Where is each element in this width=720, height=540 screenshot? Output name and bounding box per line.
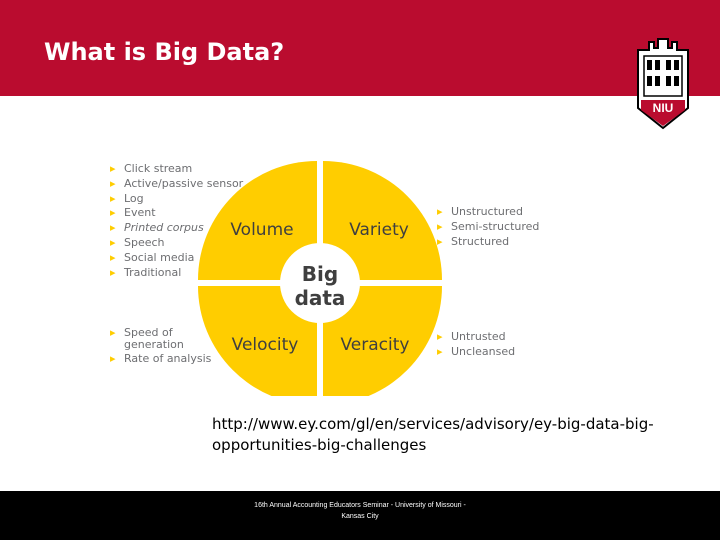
quadrant-velocity (198, 286, 317, 396)
list-item: Semi-structured (437, 220, 539, 235)
source-url[interactable]: http://www.ey.com/gl/en/services/advisor… (212, 415, 654, 454)
list-item: Social media (110, 251, 243, 266)
volume-list: Click stream Active/passive sensor Log E… (110, 162, 243, 280)
niu-logo: NIU (637, 38, 689, 130)
variety-list: Unstructured Semi-structured Structured (437, 205, 539, 249)
list-item: Click stream (110, 162, 243, 177)
title-bar: What is Big Data? (0, 0, 720, 96)
quadrant-label-veracity: Veracity (341, 335, 410, 355)
center-circle (280, 243, 360, 323)
quadrant-label-variety: Variety (349, 220, 409, 240)
footer-text: 16th Annual Accounting Educators Seminar… (254, 502, 466, 520)
list-item: Log (110, 192, 243, 207)
footer-bar: 16th Annual Accounting Educators Seminar… (0, 491, 720, 540)
big-data-diagram: Big data Volume Variety Velocity Veracit… (198, 161, 442, 396)
list-item-line: generation (124, 338, 184, 351)
quadrant-label-velocity: Velocity (232, 335, 299, 355)
list-item: Traditional (110, 266, 243, 281)
list-item: Printed corpus (110, 221, 243, 236)
list-item: Uncleansed (437, 345, 515, 360)
list-item: Structured (437, 235, 539, 250)
center-label-big: Big (302, 262, 338, 286)
logo-text: NIU (653, 101, 674, 115)
slide-title: What is Big Data? (44, 38, 285, 66)
list-item: Event (110, 206, 243, 221)
veracity-list: Untrusted Uncleansed (437, 330, 515, 360)
list-item: Rate of analysis (110, 353, 211, 366)
list-item-line: Speed of (124, 326, 173, 339)
list-item: Untrusted (437, 330, 515, 345)
quadrant-variety (323, 161, 442, 280)
list-item: Speech (110, 236, 243, 251)
list-item-text: Printed corpus (124, 221, 204, 235)
quadrant-veracity (323, 286, 442, 396)
quadrant-label-volume: Volume (230, 220, 293, 240)
list-item: Active/passive sensor (110, 177, 243, 192)
center-label-data: data (295, 286, 346, 310)
list-item: Unstructured (437, 205, 539, 220)
